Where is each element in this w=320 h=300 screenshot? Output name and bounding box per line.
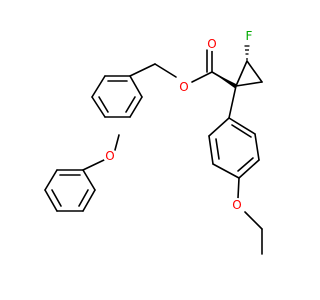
bond [91, 96, 106, 118]
bond [208, 135, 214, 165]
bond [125, 96, 136, 113]
bond [154, 63, 177, 78]
bond [129, 96, 143, 118]
bond [78, 189, 89, 207]
bond [254, 133, 260, 161]
bond [91, 75, 106, 98]
bond [98, 96, 109, 113]
wedge-bond [212, 72, 236, 89]
bond [82, 189, 96, 212]
bond [238, 159, 260, 179]
bond [237, 177, 240, 199]
bond [228, 85, 237, 119]
bond [44, 189, 58, 212]
bond [208, 117, 230, 137]
bond [129, 75, 143, 98]
bond [246, 60, 263, 83]
bond [51, 189, 62, 207]
bond [191, 71, 213, 83]
chemical-structure: O O F O O [44, 29, 263, 255]
bond [82, 169, 96, 191]
hashed-wedge-bond [244, 45, 250, 60]
bond [235, 81, 263, 87]
bonds [44, 45, 263, 255]
bond [228, 117, 256, 135]
bond [231, 124, 252, 138]
bond [244, 211, 263, 230]
bond [44, 169, 58, 191]
bond [237, 157, 254, 172]
bond [235, 60, 248, 87]
bond [114, 134, 120, 151]
atom-o-phenoxy: O [105, 149, 114, 163]
bond [215, 138, 220, 160]
atom-f: F [246, 29, 253, 43]
atom-labels: O O F O O [103, 29, 256, 212]
atom-o-carbonyl: O [207, 37, 216, 51]
atom-o-ester: O [179, 80, 188, 94]
bond [82, 159, 105, 171]
bond [129, 63, 156, 77]
atom-o-ethoxy: O [232, 198, 241, 212]
bond [212, 163, 240, 179]
